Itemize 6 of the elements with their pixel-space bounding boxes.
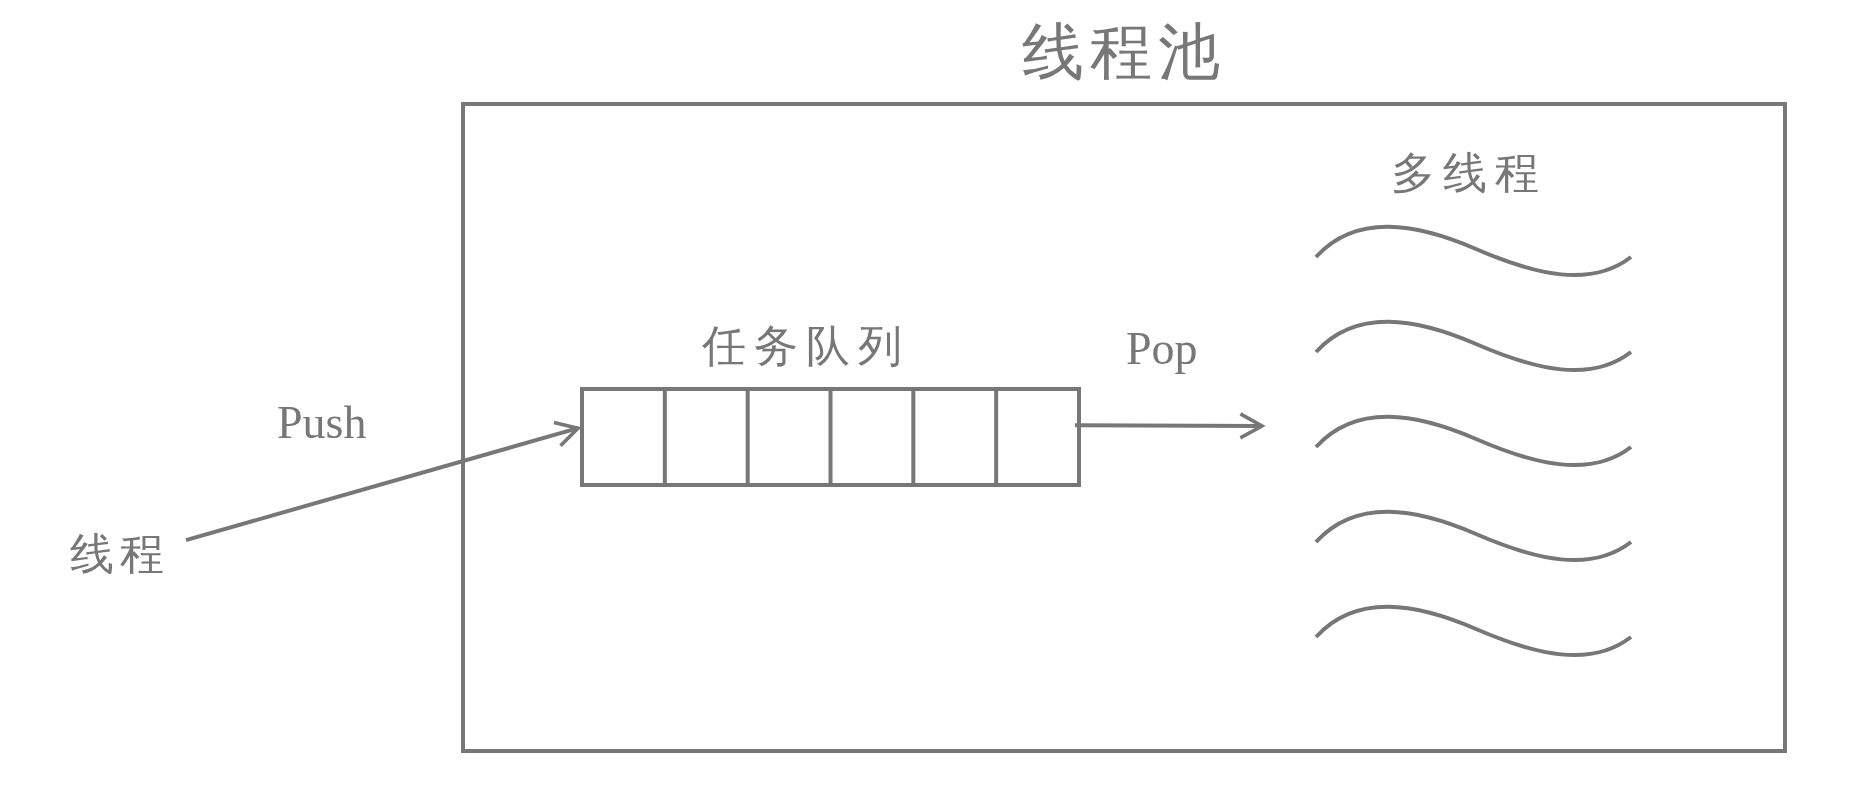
thread-label: 线程 <box>70 525 186 581</box>
threads-label: 多线程 <box>1391 146 1547 200</box>
pool-label: 线程池 <box>1021 14 1227 90</box>
arrow <box>185 420 580 543</box>
queue-label: 任务队列 <box>702 319 910 373</box>
arrow <box>1075 412 1264 440</box>
